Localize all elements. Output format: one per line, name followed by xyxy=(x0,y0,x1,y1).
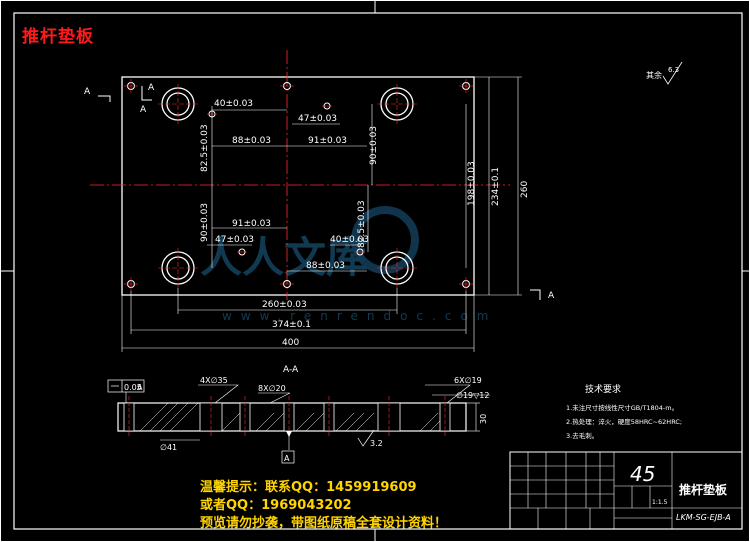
dim-91-bottom: 91±0.03 xyxy=(232,219,271,229)
roughness-symbol: 其余 6.3 xyxy=(646,61,683,85)
hole-8x20: 8X∅20 xyxy=(258,384,286,393)
thickness-30: 30 xyxy=(479,414,488,424)
section-mark-a1: A xyxy=(84,87,91,97)
dim-47-top: 47±0.03 xyxy=(298,114,337,124)
dim-260-vertical: 260 xyxy=(520,181,530,198)
tech-heading: 技术要求 xyxy=(585,383,621,395)
dim-90-bottom: 90±0.03 xyxy=(200,203,210,242)
flatness-ref: A xyxy=(137,383,143,392)
dim-88-top: 88±0.03 xyxy=(232,136,271,146)
section-mark-a4: A xyxy=(548,291,555,301)
drawing-title: 推杆垫板 xyxy=(22,27,94,47)
dim-47-bottom: 47±0.03 xyxy=(215,235,254,245)
material-value: 45 xyxy=(630,462,655,486)
dim-90-top: 90±0.03 xyxy=(369,126,379,165)
section-mark-a2: A xyxy=(148,83,155,93)
dim-40-bottom: 40±0.03 xyxy=(330,235,369,245)
section-label: A-A xyxy=(283,365,299,375)
hole-depth: ∅19▽12 xyxy=(456,391,489,400)
hole-4x35: 4X∅35 xyxy=(200,376,228,385)
scale-value: 1:1.5 xyxy=(652,499,668,506)
watermark: 人人文库 www.renrendoc.com xyxy=(200,206,497,323)
plan-view: 40±0.03 47±0.03 88±0.03 91±0.03 82.5±0.0… xyxy=(84,50,683,352)
tech-req-1: 1.未注尺寸按线性尺寸GB/T1804-m。 xyxy=(566,403,678,412)
roughness-value: 6.3 xyxy=(668,66,679,74)
watermark-url: www.renrendoc.com xyxy=(222,309,497,323)
dim-260-horizontal: 260±0.03 xyxy=(262,300,307,310)
roughness-3-2: 3.2 xyxy=(370,439,383,448)
dim-234: 234±0.1 xyxy=(491,167,501,206)
dim-198: 198±0.03 xyxy=(467,161,477,206)
flatness-value: 0.05 xyxy=(124,383,142,392)
dim-40: 40±0.03 xyxy=(214,99,253,109)
title-block xyxy=(509,451,743,530)
roughness-other: 其余 xyxy=(646,70,662,80)
dim-91-top: 91±0.03 xyxy=(308,136,347,146)
datum-label: A xyxy=(284,454,290,463)
plate-outline xyxy=(121,76,475,296)
dim-400: 400 xyxy=(282,338,299,348)
dim-374: 374±0.1 xyxy=(272,320,311,330)
dim-88-bottom: 88±0.03 xyxy=(306,261,345,271)
tech-req-2: 2.热处理：淬火，硬度58HRC~62HRC; xyxy=(566,417,682,426)
notice-line-3: 预览请勿抄袭，带图纸原稿全套设计资料！ xyxy=(200,516,448,531)
notice-line-1: 温馨提示：联系QQ：1459919609 xyxy=(200,480,417,495)
hole-6x19: 6X∅19 xyxy=(454,376,482,385)
section-mark-a3: A xyxy=(140,105,147,115)
dim-82-5-top: 82.5±0.03 xyxy=(200,124,210,172)
dim-82-5-bottom: 82.5±0.03 xyxy=(357,200,367,248)
technical-requirements: 技术要求 1.未注尺寸按线性尺寸GB/T1804-m。 2.热处理：淬火，硬度5… xyxy=(566,383,682,440)
section-view: A-A xyxy=(107,365,490,464)
notice-line-2: 或者QQ：1969043202 xyxy=(200,498,352,513)
watermark-text: 人人文库 xyxy=(200,233,368,282)
part-name: 推杆垫板 xyxy=(679,482,728,497)
drawing-code: LKM-SG-EJB-A xyxy=(676,513,731,522)
dia-41: ∅41 xyxy=(160,443,177,452)
tech-req-3: 3.去毛刺。 xyxy=(566,431,598,440)
